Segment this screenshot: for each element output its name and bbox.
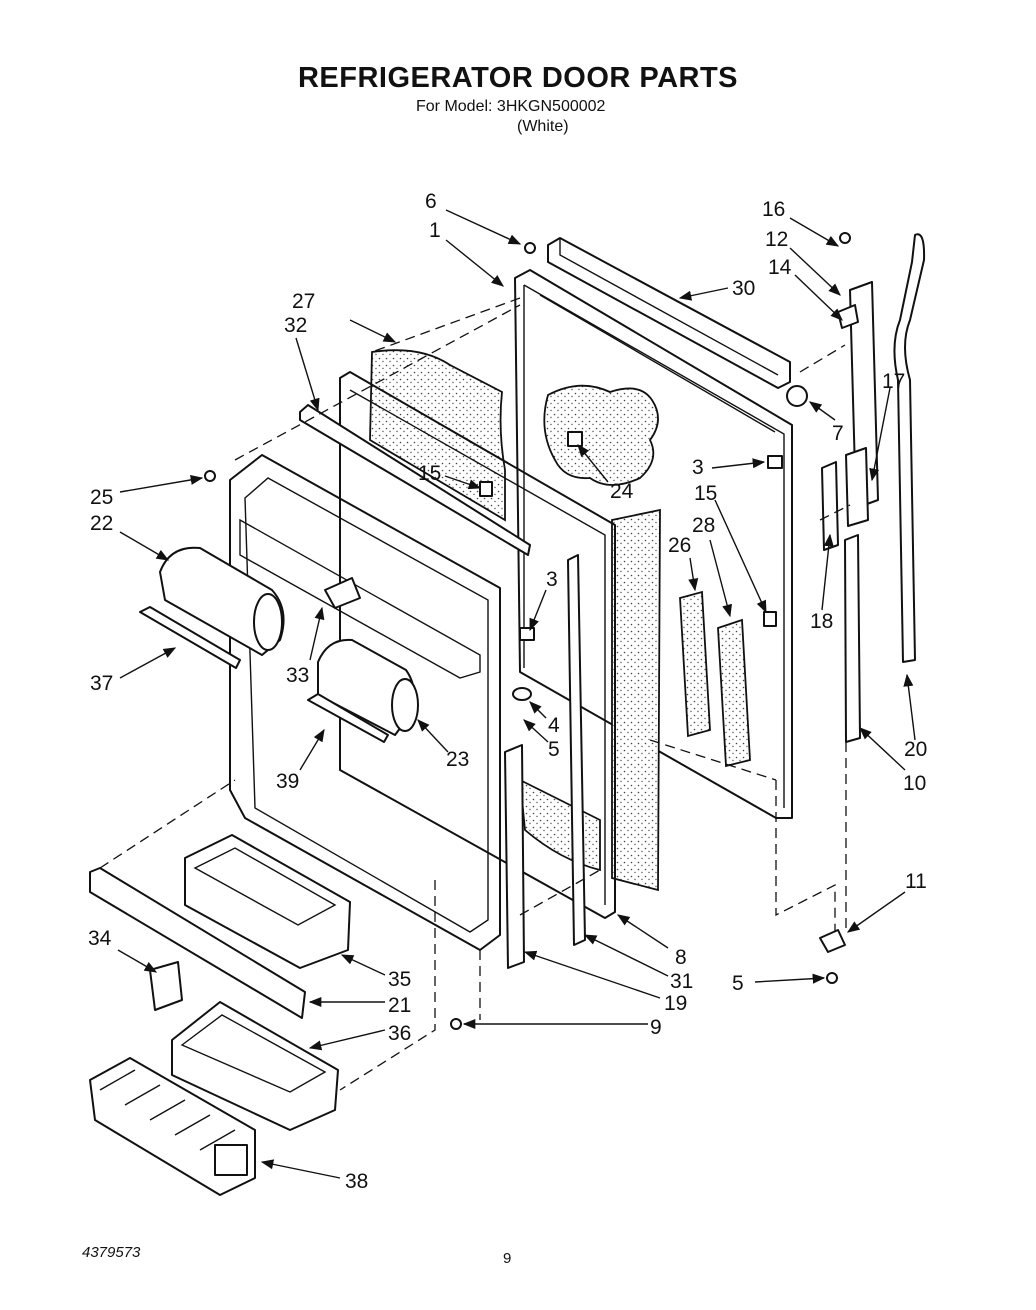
callout-15b: 15 bbox=[694, 482, 717, 505]
callout-5a: 5 bbox=[548, 738, 560, 761]
callout-11: 11 bbox=[905, 870, 927, 893]
foam-strip-side bbox=[611, 508, 661, 892]
callout-35: 35 bbox=[388, 968, 411, 991]
hinge-3b bbox=[519, 627, 535, 641]
callout-4: 4 bbox=[548, 714, 560, 737]
callout-28: 28 bbox=[692, 514, 715, 537]
shelf-39 bbox=[307, 693, 389, 743]
top-rail bbox=[299, 404, 531, 556]
callout-24: 24 bbox=[610, 480, 634, 503]
callout-12: 12 bbox=[765, 228, 788, 251]
screw-6 bbox=[524, 242, 536, 254]
callout-17: 17 bbox=[882, 370, 905, 393]
document-number: 4379573 bbox=[82, 1244, 141, 1261]
callout-3a: 3 bbox=[692, 456, 704, 479]
callout-8: 8 bbox=[675, 946, 687, 969]
callout-22: 22 bbox=[90, 512, 113, 535]
callout-38: 38 bbox=[345, 1170, 368, 1193]
shelf-bar-21 bbox=[89, 867, 306, 1019]
callout-23: 23 bbox=[446, 748, 469, 771]
callout-7: 7 bbox=[832, 422, 844, 445]
screw-16 bbox=[839, 232, 851, 244]
foam-lower bbox=[518, 778, 601, 872]
bracket-18 bbox=[821, 461, 839, 551]
cutaway-insulation bbox=[543, 384, 659, 486]
egg-tray-38 bbox=[89, 1057, 256, 1196]
clip-15b bbox=[763, 611, 777, 627]
clip-24 bbox=[567, 431, 583, 447]
door-bin-35 bbox=[184, 834, 351, 969]
strip-20 bbox=[893, 233, 926, 663]
door-gasket bbox=[339, 371, 616, 919]
bracket-11 bbox=[819, 929, 846, 953]
screw-25 bbox=[204, 470, 216, 482]
callout-1: 1 bbox=[429, 219, 441, 242]
callout-3b: 3 bbox=[546, 568, 558, 591]
button-7 bbox=[786, 385, 808, 407]
callout-32: 32 bbox=[284, 314, 307, 337]
callout-30: 30 bbox=[732, 277, 755, 300]
callout-6: 6 bbox=[425, 190, 437, 213]
bracket-12-14 bbox=[837, 304, 859, 329]
foam-panel-top bbox=[369, 349, 506, 522]
washer-4 bbox=[512, 687, 532, 701]
callout-20: 20 bbox=[904, 738, 927, 761]
callout-34: 34 bbox=[88, 927, 112, 950]
callout-5b: 5 bbox=[732, 972, 744, 995]
clip-34 bbox=[149, 961, 183, 1011]
callout-18: 18 bbox=[810, 610, 833, 633]
hinge-3a bbox=[767, 455, 783, 469]
callout-39: 39 bbox=[276, 770, 299, 793]
alignment-lines bbox=[99, 297, 851, 1091]
screw-5 bbox=[826, 972, 838, 984]
door-bin-36 bbox=[171, 1001, 339, 1131]
callout-labels: 6 1 30 16 12 14 7 17 3 15 27 32 15 24 25… bbox=[88, 190, 927, 1193]
callout-25: 25 bbox=[90, 486, 113, 509]
color-label: (White) bbox=[517, 118, 569, 135]
clip-15a bbox=[479, 481, 493, 497]
callout-19: 19 bbox=[664, 992, 687, 1015]
top-trim bbox=[547, 237, 791, 389]
butter-bin bbox=[317, 638, 419, 736]
callout-27: 27 bbox=[292, 290, 315, 313]
foam-block-28 bbox=[717, 618, 751, 768]
callout-9: 9 bbox=[650, 1016, 662, 1039]
callout-37: 37 bbox=[90, 672, 113, 695]
foam-block-26 bbox=[679, 590, 711, 738]
model-label: For Model: 3HKGN500002 bbox=[416, 98, 606, 115]
callout-36: 36 bbox=[388, 1022, 411, 1045]
leader-lines bbox=[117, 209, 916, 1179]
callout-33: 33 bbox=[286, 664, 309, 687]
shelf-37 bbox=[139, 606, 241, 669]
callout-21: 21 bbox=[388, 994, 411, 1017]
screw-9 bbox=[450, 1018, 462, 1030]
callout-15a: 15 bbox=[418, 462, 441, 485]
handle-10 bbox=[844, 534, 861, 743]
callout-31: 31 bbox=[670, 970, 693, 993]
hinge-mount-17 bbox=[845, 447, 869, 527]
callout-14: 14 bbox=[768, 256, 792, 279]
callout-26: 26 bbox=[668, 534, 691, 557]
callout-10: 10 bbox=[903, 772, 926, 795]
bracket-33 bbox=[324, 577, 361, 609]
callout-16: 16 bbox=[762, 198, 785, 221]
page-number: 9 bbox=[503, 1250, 512, 1267]
strip-19 bbox=[504, 744, 525, 969]
dairy-bin bbox=[159, 546, 285, 656]
page-title: REFRIGERATOR DOOR PARTS bbox=[297, 62, 739, 94]
